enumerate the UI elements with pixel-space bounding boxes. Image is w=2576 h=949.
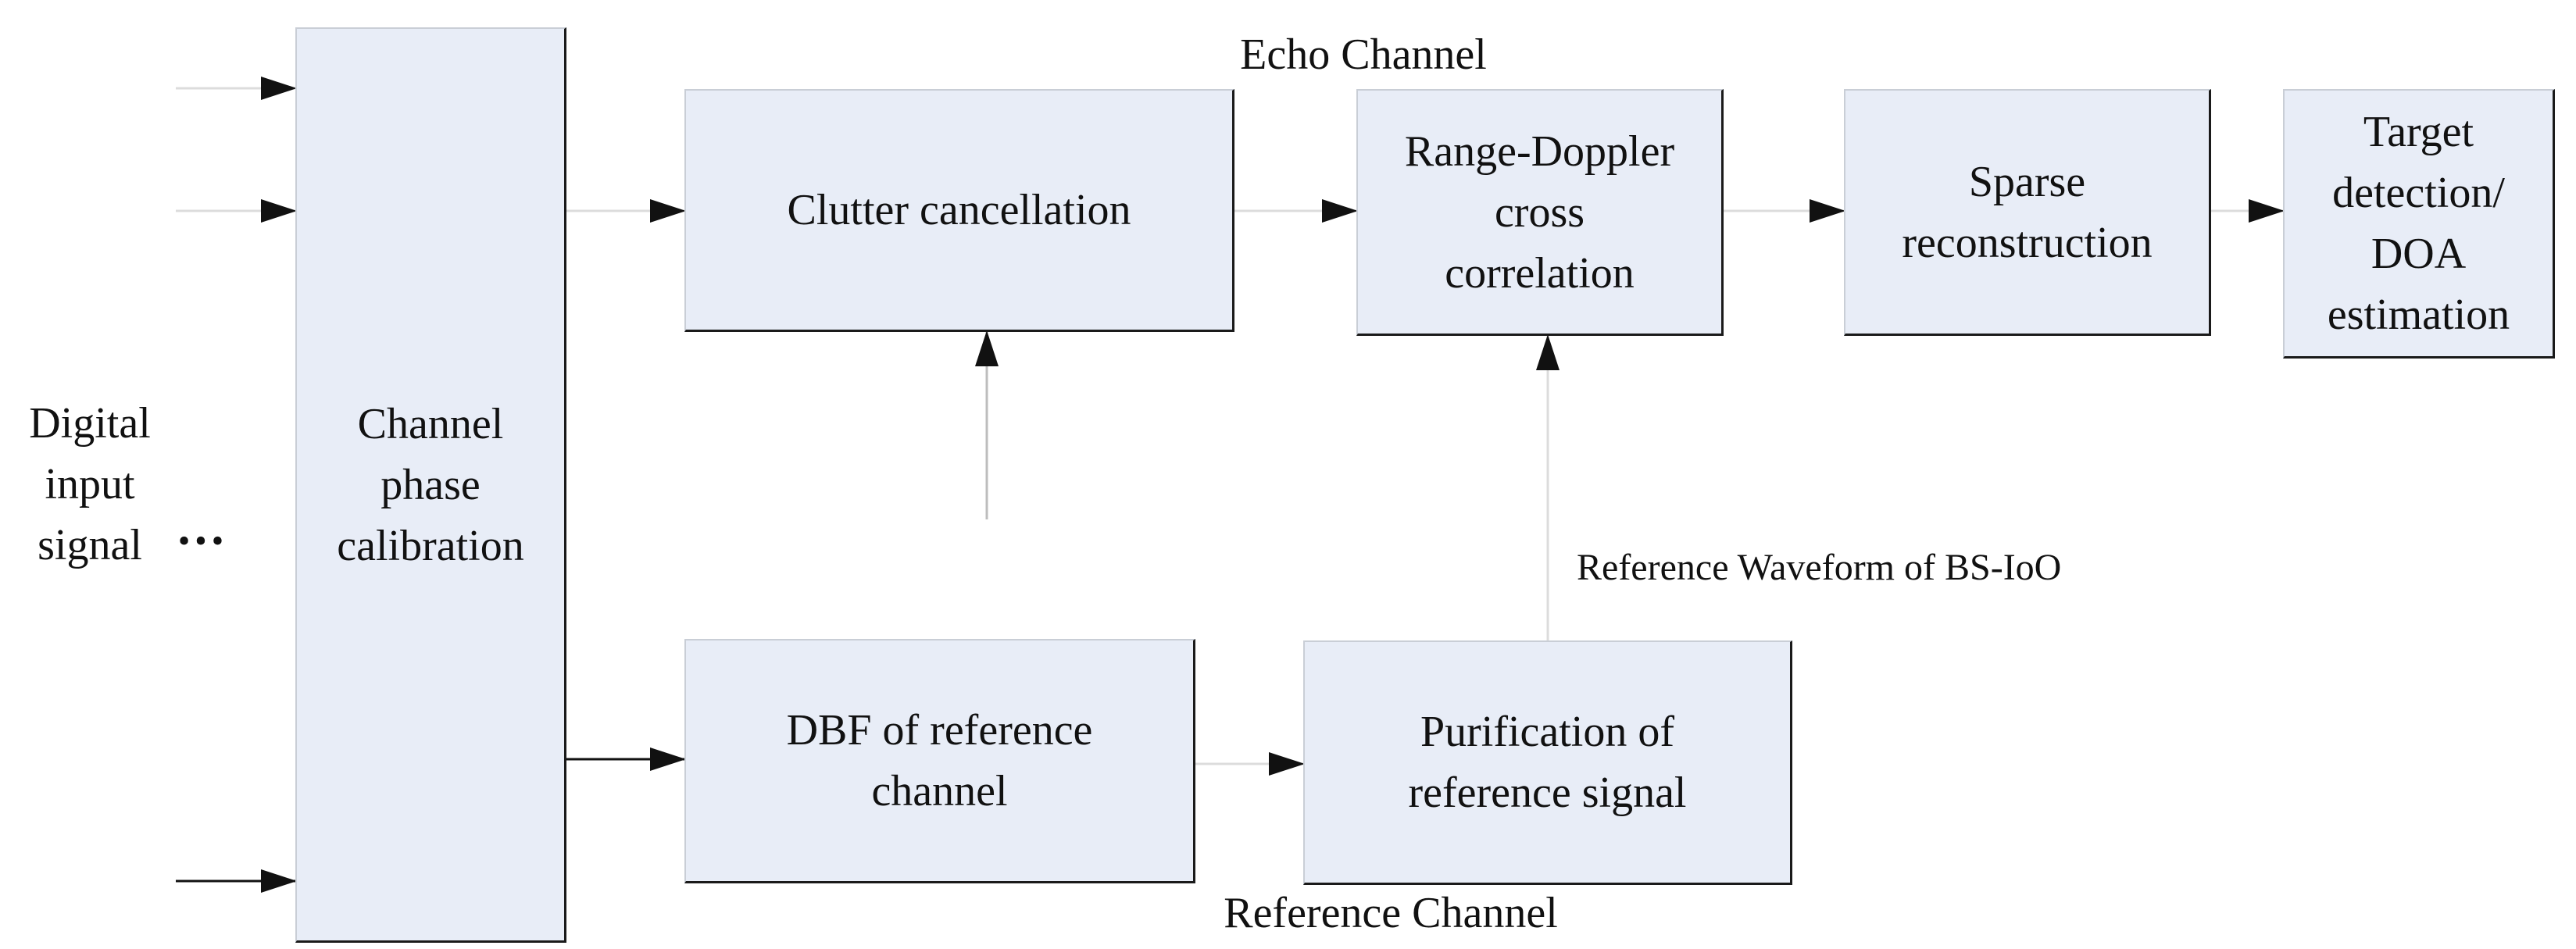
- purification-text: Purification of reference signal: [1408, 708, 1687, 817]
- input-dots: •••: [177, 522, 229, 560]
- target-text: Target detection/ DOA estimation: [2327, 108, 2510, 339]
- dbf-reference-channel-block: DBF of reference channel: [684, 639, 1195, 883]
- range-doppler-text: Range-Doppler cross correlation: [1404, 127, 1675, 298]
- calibration-text: Channel phase calibration: [337, 399, 524, 570]
- purification-reference-signal-block: Purification of reference signal: [1303, 640, 1792, 885]
- channel-phase-calibration-block: Channel phase calibration: [295, 27, 566, 943]
- input-label: Digital input signal: [29, 399, 151, 569]
- reference-waveform-label: Reference Waveform of BS-IoO: [1577, 547, 2062, 588]
- sparse-reconstruction-block: Sparse reconstruction: [1844, 89, 2211, 336]
- clutter-text: Clutter cancellation: [787, 186, 1131, 234]
- clutter-cancellation-block: Clutter cancellation: [684, 89, 1234, 332]
- range-doppler-block: Range-Doppler cross correlation: [1356, 89, 1724, 336]
- reference-channel-label: Reference Channel: [1224, 889, 1558, 937]
- echo-channel-label: Echo Channel: [1240, 30, 1487, 79]
- sparse-text: Sparse reconstruction: [1902, 157, 2153, 267]
- dbf-text: DBF of reference channel: [786, 706, 1093, 815]
- target-detection-block: Target detection/ DOA estimation: [2283, 89, 2555, 359]
